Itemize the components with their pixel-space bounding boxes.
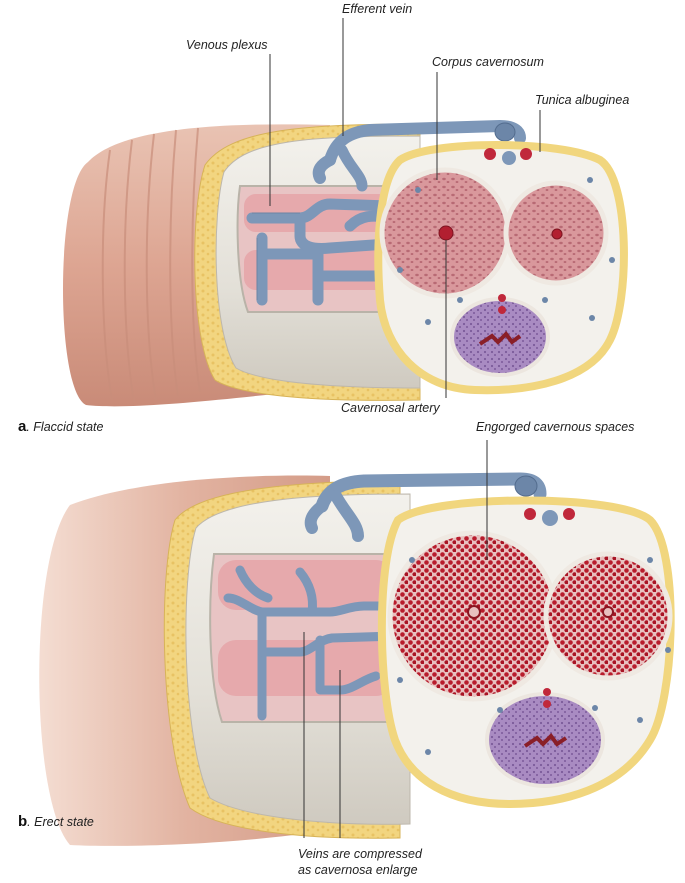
cavernosal-artery-left-a (438, 225, 454, 241)
label-engorged-cavernous-spaces: Engorged cavernous spaces (476, 420, 634, 434)
skin-folds (101, 127, 201, 403)
efferent-vein-b (315, 472, 547, 513)
label-veins-compressed-2: as cavernosa enlarge (298, 863, 418, 877)
label-tunica-albuginea: Tunica albuginea (535, 93, 629, 107)
panel-b-leaders (303, 440, 488, 838)
efferent-vein-a (324, 119, 526, 166)
label-venous-plexus: Venous plexus (186, 38, 268, 52)
label-corpus-cavernosum: Corpus cavernosum (432, 55, 544, 69)
panel-b-letter: b (18, 813, 27, 830)
panel-b-illustration (39, 472, 675, 846)
label-efferent-vein: Efferent vein (342, 2, 412, 16)
panel-a-letter: a (18, 418, 27, 435)
panel-b-caption: b. Erect state (18, 813, 94, 830)
panel-a-caption: a. Flaccid state (18, 418, 104, 435)
cavernosal-artery-right-a (551, 228, 563, 240)
label-cavernosal-artery: Cavernosal artery (341, 401, 440, 415)
panel-a-illustration (62, 119, 628, 407)
label-veins-compressed-1: Veins are compressed (298, 847, 423, 861)
panel-a-leaders (269, 18, 541, 398)
panel-b-state: Erect state (34, 815, 94, 829)
panel-a-state: Flaccid state (33, 420, 103, 434)
